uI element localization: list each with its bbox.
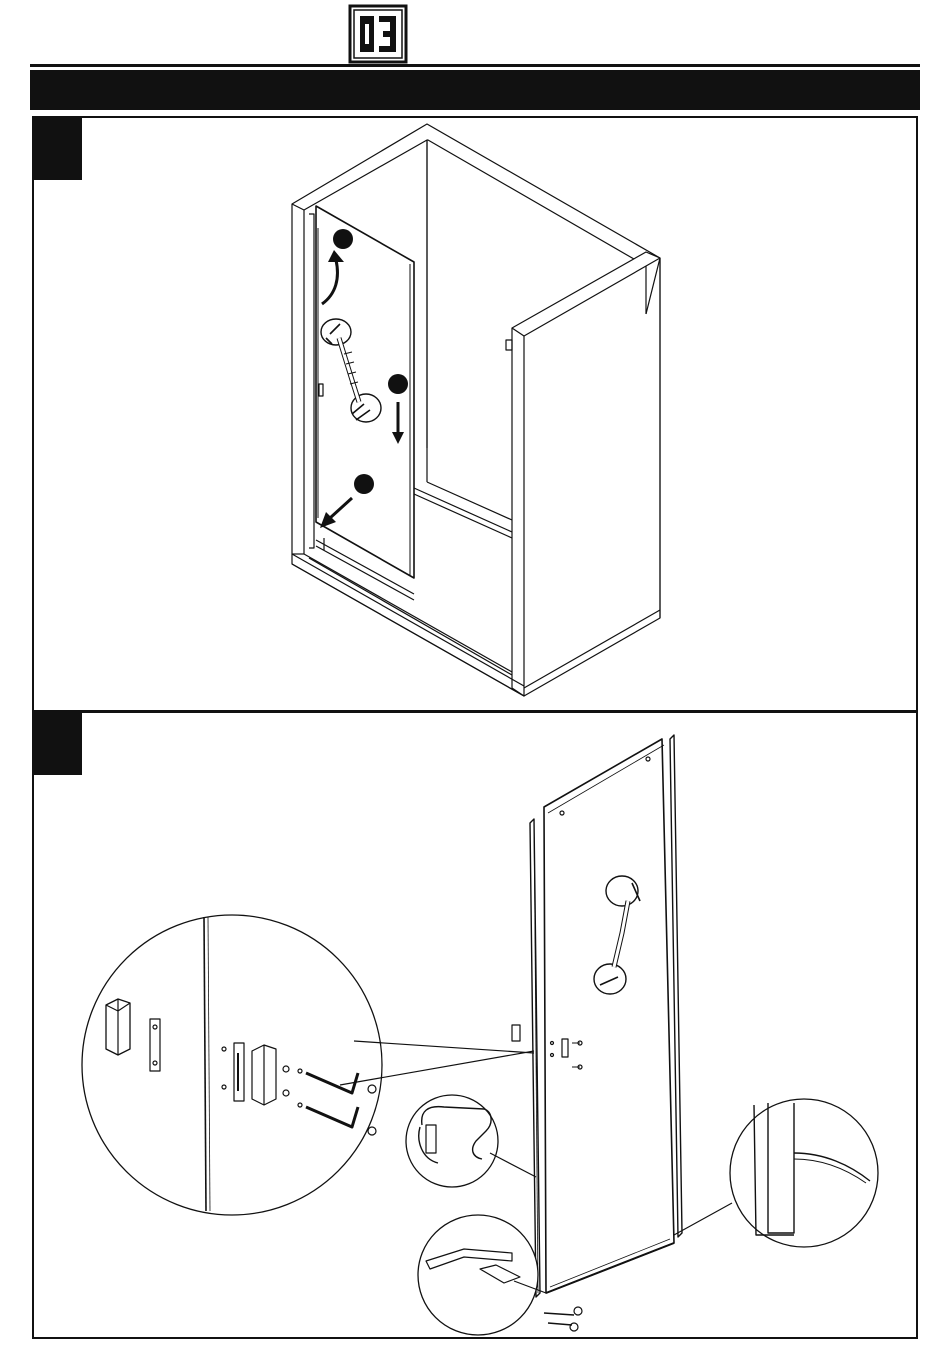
header-rule <box>30 64 920 67</box>
step-2-panel <box>32 711 918 1339</box>
title-bar <box>30 70 920 110</box>
scissors-icon <box>544 1307 582 1331</box>
brand-logo-icon <box>348 4 408 64</box>
step-1-illustration <box>34 118 916 710</box>
latch-detail-circle <box>82 915 382 1215</box>
step-2-illustration <box>34 713 916 1337</box>
brand-logo <box>348 4 408 64</box>
step-1-panel <box>32 116 918 712</box>
